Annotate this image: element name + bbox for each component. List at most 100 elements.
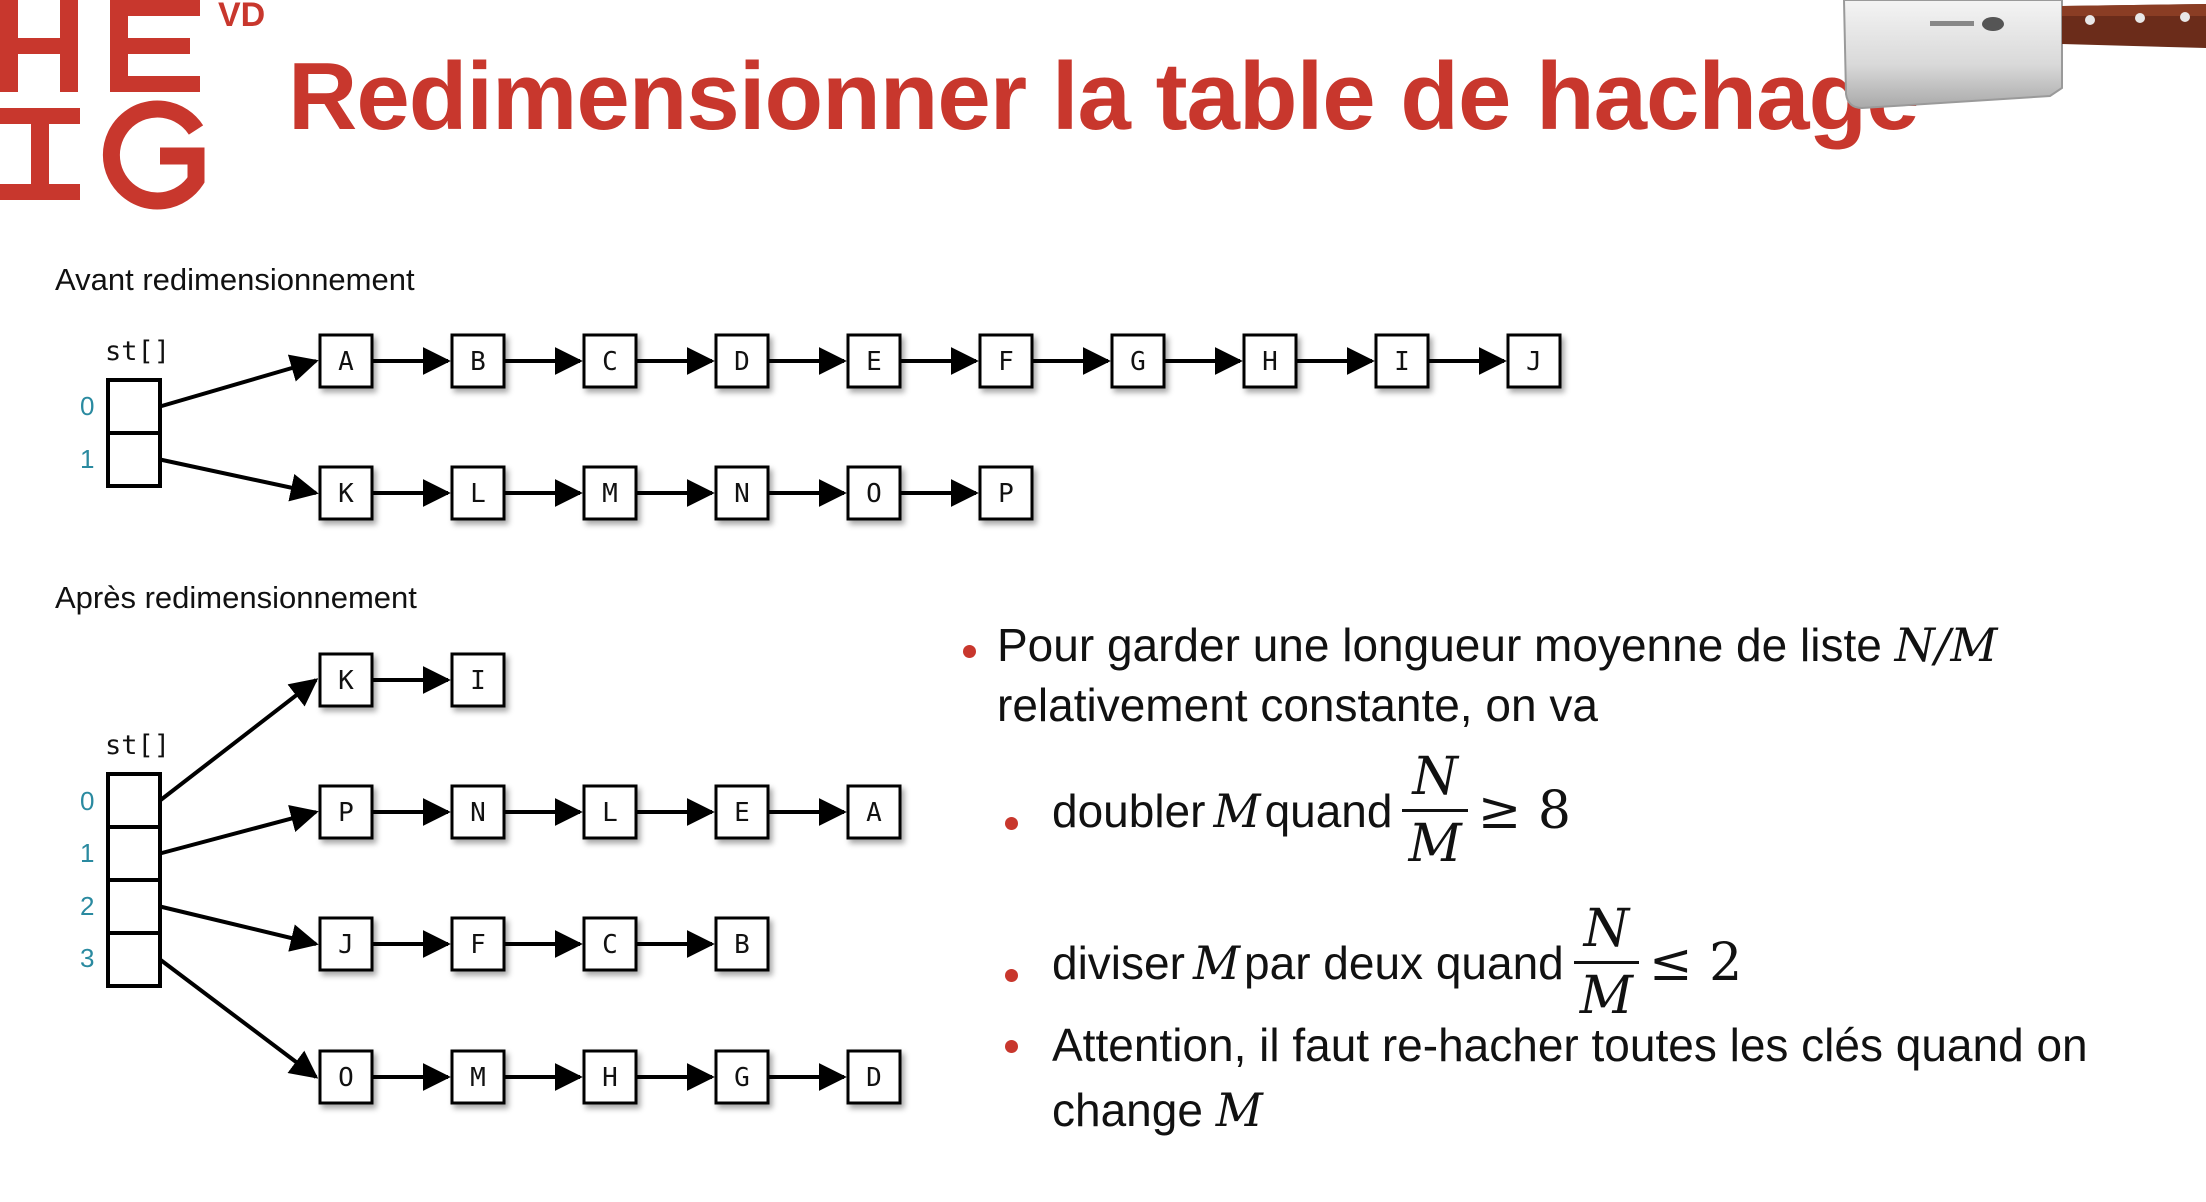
after-node-J	[318, 916, 374, 972]
before-node-D	[714, 333, 770, 389]
after-index-3: 3	[80, 943, 94, 973]
before-index-0: 0	[80, 391, 94, 421]
after-node-C	[582, 916, 638, 972]
before-node-label-G: G	[1130, 347, 1146, 377]
after-node-F	[450, 916, 506, 972]
after-node-H	[582, 1049, 638, 1105]
before-node-P	[978, 465, 1034, 521]
bullet-dot	[963, 645, 976, 658]
before-node-M	[582, 465, 638, 521]
bullet-item-4: Attention, il faut re-hacher toutes les …	[955, 1015, 2185, 1145]
after-node-O	[318, 1049, 374, 1105]
before-node-label-A: A	[338, 347, 354, 377]
after-node-label-D: D	[866, 1063, 882, 1093]
after-array-box	[106, 772, 162, 988]
before-node-label-O: O	[866, 479, 882, 509]
bullet-dot	[1005, 1040, 1018, 1053]
after-index-0: 0	[80, 786, 94, 816]
bullet-item-1: Pour garder une longueur moyenne de list…	[955, 615, 2185, 735]
after-node-label-K: K	[338, 666, 354, 696]
after-node-label-E: E	[734, 798, 750, 828]
after-node-label-C: C	[602, 930, 618, 960]
before-node-C	[582, 333, 638, 389]
before-node-label-M: M	[602, 479, 618, 509]
bullet-3-numerator: N	[1573, 897, 1640, 964]
bullet-item-3: diviser M par deux quand N M ≤ 2	[955, 885, 2185, 1026]
bullet-2-numerator: N	[1402, 745, 1468, 812]
after-node-label-F: F	[470, 930, 486, 960]
after-node-I	[450, 652, 506, 708]
bullet-1-math: N/M	[1894, 618, 1998, 672]
before-node-label-H: H	[1262, 347, 1278, 377]
before-chain-0-pointer	[159, 354, 319, 409]
bullet-2-fraction: N M	[1402, 745, 1468, 876]
after-node-label-M: M	[470, 1063, 486, 1093]
before-node-G	[1110, 333, 1166, 389]
after-node-P	[318, 784, 374, 840]
after-node-E	[714, 784, 770, 840]
cleaver-icon	[1842, 0, 2206, 110]
after-node-K	[318, 652, 374, 708]
before-chain-1-pointer	[159, 457, 319, 502]
before-node-label-P: P	[998, 479, 1014, 509]
bullet-2-math: M	[1213, 783, 1261, 838]
after-label: Après redimensionnement	[55, 580, 417, 615]
after-node-N	[450, 784, 506, 840]
bullet-3-math: M	[1192, 935, 1241, 990]
after-node-L	[582, 784, 638, 840]
bullet-2-text-b: quand	[1264, 784, 1393, 837]
after-node-D	[846, 1049, 902, 1105]
bullet-3-relation: ≤ 2	[1649, 932, 1743, 993]
after-chain-1-pointer	[159, 804, 319, 856]
bullet-3-fraction: N M	[1573, 897, 1640, 1028]
before-node-label-F: F	[998, 347, 1014, 377]
before-node-N	[714, 465, 770, 521]
before-node-F	[978, 333, 1034, 389]
before-node-A	[318, 333, 374, 389]
before-node-label-C: C	[602, 347, 618, 377]
after-node-A	[846, 784, 902, 840]
bullet-3-text-a: diviser	[1052, 936, 1185, 989]
before-node-J	[1506, 333, 1562, 389]
before-node-label-L: L	[470, 479, 486, 509]
after-index-2: 2	[80, 891, 94, 921]
before-node-O	[846, 465, 902, 521]
before-node-E	[846, 333, 902, 389]
after-node-label-J: J	[338, 930, 354, 960]
after-node-label-H: H	[602, 1063, 618, 1093]
after-node-label-L: L	[602, 798, 618, 828]
before-node-label-D: D	[734, 347, 750, 377]
before-node-label-K: K	[338, 479, 354, 509]
before-label: Avant redimensionnement	[55, 262, 415, 297]
bullet-4-text: Attention, il faut re-hacher toutes les …	[1052, 1019, 2088, 1071]
after-array-label: st[]	[105, 730, 170, 761]
after-node-label-P: P	[338, 798, 354, 828]
before-array-label: st[]	[105, 336, 170, 367]
before-node-label-N: N	[734, 479, 750, 509]
bullet-1-line2: relativement constante, on va	[997, 679, 1598, 731]
before-array-box	[106, 378, 162, 488]
after-node-G	[714, 1049, 770, 1105]
bullet-2-denominator: M	[1408, 814, 1462, 874]
bullet-2-text-a: doubler	[1052, 784, 1206, 837]
after-node-label-G: G	[734, 1063, 750, 1093]
before-node-label-B: B	[470, 347, 486, 377]
after-node-label-N: N	[470, 798, 486, 828]
bullet-4-line2: change	[1052, 1084, 1216, 1136]
after-node-label-O: O	[338, 1063, 354, 1093]
bullet-list: Pour garder une longueur moyenne de list…	[955, 615, 2185, 1145]
logo-vd-text: VD	[218, 0, 266, 34]
bullet-dot	[1005, 817, 1018, 830]
after-node-label-I: I	[470, 666, 486, 696]
after-chain-0-pointer	[158, 678, 319, 803]
bullet-1-text: Pour garder une longueur moyenne de list…	[997, 619, 1895, 671]
before-index-1: 1	[80, 444, 94, 474]
page-title: Redimensionner la table de hachage	[288, 43, 1919, 150]
after-chain-2-pointer	[159, 904, 319, 952]
after-chain-3-pointer	[158, 957, 319, 1079]
before-node-H	[1242, 333, 1298, 389]
bullet-2-relation: ≥ 8	[1477, 780, 1571, 841]
after-index-1: 1	[80, 838, 94, 868]
before-node-label-J: J	[1526, 347, 1542, 377]
before-node-label-I: I	[1394, 347, 1410, 377]
